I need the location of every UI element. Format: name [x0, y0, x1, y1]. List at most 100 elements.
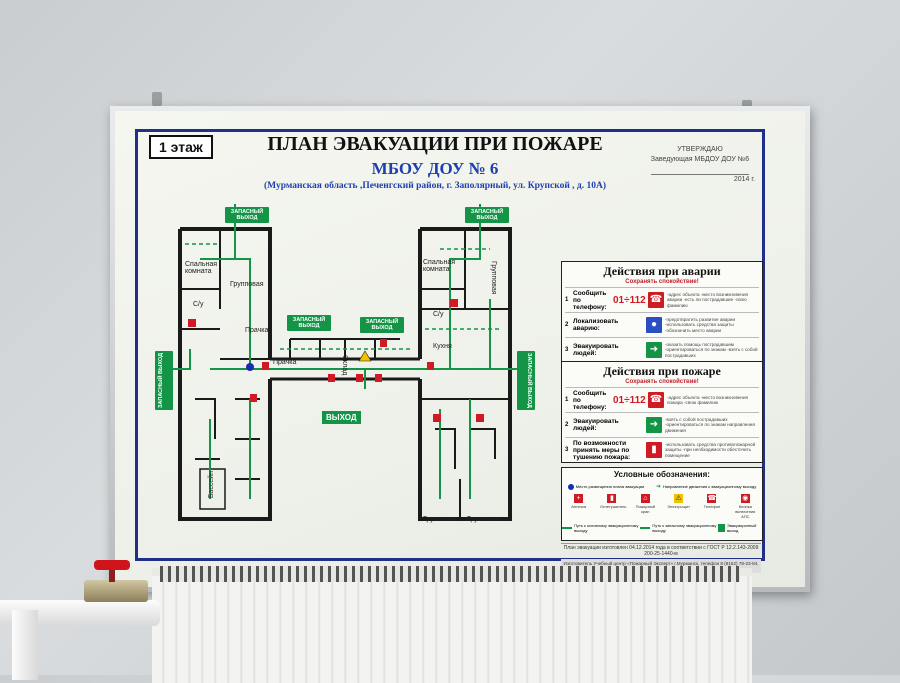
pool-box: [199, 468, 226, 510]
legend-you-are-here: Место размещения плана эвакуации: [567, 483, 644, 490]
accident-step-2: 2 Локализовать аварию: ● -предотвратить …: [565, 312, 759, 335]
you-are-here-icon: [246, 363, 254, 371]
accident-step-1: 1 Сообщить по телефону: 01÷112 ☎ -адрес …: [565, 287, 759, 311]
reserve-exit-label-4: ЗАПАСНЫЙ ВЫХОД: [360, 317, 404, 334]
fire-step-2-label: Эвакуировать людей:: [573, 418, 619, 432]
fire-phone: 01÷112: [613, 394, 646, 406]
extinguisher-icon: [427, 362, 434, 370]
room-wc-left: С/у: [193, 301, 204, 308]
exit-arrow-icon: ➜: [646, 342, 662, 358]
legend-panel: Условные обозначения: Место размещения п…: [561, 467, 763, 541]
room-kitchen: Кухня: [433, 343, 452, 350]
reserve-exit-label-3: ЗАПАСНЫЙ ВЫХОД: [287, 315, 331, 332]
accident-keep-calm: Сохранять спокойствие!: [625, 279, 699, 285]
accident-step-3-notes: -оказать помощь пострадавшим -ориентиров…: [665, 341, 758, 358]
right-inner-walls: [420, 229, 510, 400]
legend-alarm-button: ◉Кнопка включения АПС: [735, 494, 756, 519]
poster-border: [135, 129, 765, 561]
fire-step-1-notes: -адрес объекта -место возникновения пожа…: [667, 394, 749, 406]
poster-address: (Мурманская область ,Печенгский район, г…: [263, 181, 606, 191]
accident-panel: Действия при аварии Сохранять спокойстви…: [561, 261, 763, 363]
legend-direction: ➜ Направление движения к эвакуационному …: [655, 484, 757, 490]
path-left: [160, 204, 251, 499]
fire-step-3-notes: -использовать средства противопожарной з…: [665, 441, 756, 458]
main-exit-label: ВЫХОД: [322, 411, 361, 424]
fire-step-2-notes: -взять с собой пострадавших -ориентирова…: [665, 416, 755, 433]
room-laundry-2: Прачка: [273, 359, 297, 366]
fire-step-1-label: Сообщить по телефону:: [573, 389, 607, 411]
first-aid-icon: [476, 414, 484, 422]
fire-keep-calm: Сохранять спокойствие!: [625, 379, 699, 385]
room-laundry-1: Прачка: [245, 327, 269, 334]
floor-plan: [160, 204, 530, 521]
fire-step-2: 2 Эвакуировать людей: ➜ -взять с собой п…: [565, 412, 759, 435]
path-reserve-swatch: [640, 527, 651, 529]
first-aid-icon: [433, 414, 441, 422]
room-group-bottom-2: Групповая: [467, 516, 501, 523]
electrical-panel-icon: ⚠: [674, 494, 684, 503]
poster-frame: 1 этаж ПЛАН ЭВАКУАЦИИ ПРИ ПОЖАРЕ МБОУ ДО…: [110, 106, 810, 592]
room-storage: Склад: [341, 355, 348, 376]
accident-step-2-label: Локализовать аварию:: [573, 318, 619, 332]
legend-top-row: Место размещения плана эвакуации ➜ Напра…: [562, 483, 762, 490]
first-aid-icon: +: [574, 494, 584, 503]
approval-year: 2014 г.: [733, 175, 755, 183]
reserve-exit-label-6: ЗАПАСНЫЙ ВЫХОД: [517, 351, 535, 410]
valve-handle[interactable]: [94, 560, 130, 570]
accident-step-3: 3 Эвакуировать людей: ➜ -оказать помощь …: [565, 337, 759, 360]
legend-phone: ☎Телефон: [703, 494, 721, 509]
extinguisher-icon: ▮: [646, 442, 662, 458]
reserve-exit-label-2: ЗАПАСНЫЙ ВЫХОД: [465, 207, 509, 224]
phone-icon: ☎: [648, 392, 664, 408]
phone-icon: ☎: [707, 494, 717, 503]
fire-panel: Действия при пожаре Сохранять спокойстви…: [561, 361, 763, 463]
first-aid-icon: [188, 319, 196, 327]
extinguisher-icon: [250, 394, 257, 402]
pipe-valve-body: [84, 580, 148, 602]
phone-icon: [356, 374, 363, 382]
floor-badge: 1 этаж: [149, 135, 213, 159]
accident-step-2-notes: -предотвратить развитие аварии -использо…: [665, 316, 736, 333]
room-group-bottom-1: Групповая: [423, 516, 457, 523]
left-lower-rooms: [195, 398, 260, 480]
room-bedroom-left: Спальная комната: [185, 261, 218, 275]
room-group-left: Групповая: [230, 281, 264, 288]
room-group-right: Групповая: [490, 261, 497, 295]
legend-fire-hydrant: ⌂Пожарный кран: [635, 494, 656, 514]
reserve-exit-label-1: ЗАПАСНЫЙ ВЫХОД: [225, 207, 269, 224]
legend-icons-row: +Аптечка ▮Огнетушитель ⌂Пожарный кран ⚠Э…: [562, 494, 762, 519]
alarm-button-icon: ◉: [740, 494, 750, 503]
signature-line: [651, 165, 749, 175]
path-reserve: [185, 243, 500, 350]
reserve-exit-label-5: ЗАПАСНЫЙ ВЫХОД: [155, 351, 173, 410]
direction-arrow-icon: ➜: [655, 484, 661, 490]
fire-hydrant-icon: ⌂: [640, 494, 650, 503]
protection-icon: ●: [646, 317, 662, 333]
footer-production-note: План эвакуации изготовлен 04.12.2014 год…: [561, 543, 761, 557]
accident-step-1-label: Сообщить по телефону:: [573, 289, 607, 311]
left-inner-walls: [180, 229, 270, 360]
first-aid-icon: [450, 299, 458, 307]
evacuation-poster: 1 этаж ПЛАН ЭВАКУАЦИИ ПРИ ПОЖАРЕ МБОУ ДО…: [115, 111, 805, 587]
path-right: [439, 204, 530, 499]
fire-step-3: 3 По возможности принять меры по тушению…: [565, 437, 759, 461]
extinguisher-icon: [380, 339, 387, 347]
radiator-grille: [160, 566, 740, 582]
legend-heading: Условные обозначения:: [614, 470, 710, 479]
room-wc-right: С/у: [433, 311, 444, 318]
accident-phone: 01÷112: [613, 294, 646, 306]
phone-icon: ☎: [648, 292, 664, 308]
wall-nail-left: [152, 92, 162, 106]
room-pool: Бассейн: [208, 471, 215, 499]
exit-arrow-icon: ➜: [646, 417, 662, 433]
legend-reserve-exit: Эвакуационный выход: [718, 523, 762, 533]
room-bedroom-right: Спальная комната: [423, 259, 456, 273]
legend-electrical-panel: ⚠Электрощит: [667, 494, 690, 509]
extinguisher-icon: [328, 374, 335, 382]
left-wing-walls: [178, 227, 272, 521]
legend-paths-row: Путь к основному эвакуационному выходу П…: [562, 523, 762, 533]
valve-stem: [109, 568, 115, 582]
electrical-panel-icon: [358, 350, 372, 362]
approval-block: УТВЕРЖДАЮ Заведующая МБДОУ ДОУ №6 2014 г…: [645, 145, 755, 184]
right-lower-rooms: [435, 428, 496, 519]
